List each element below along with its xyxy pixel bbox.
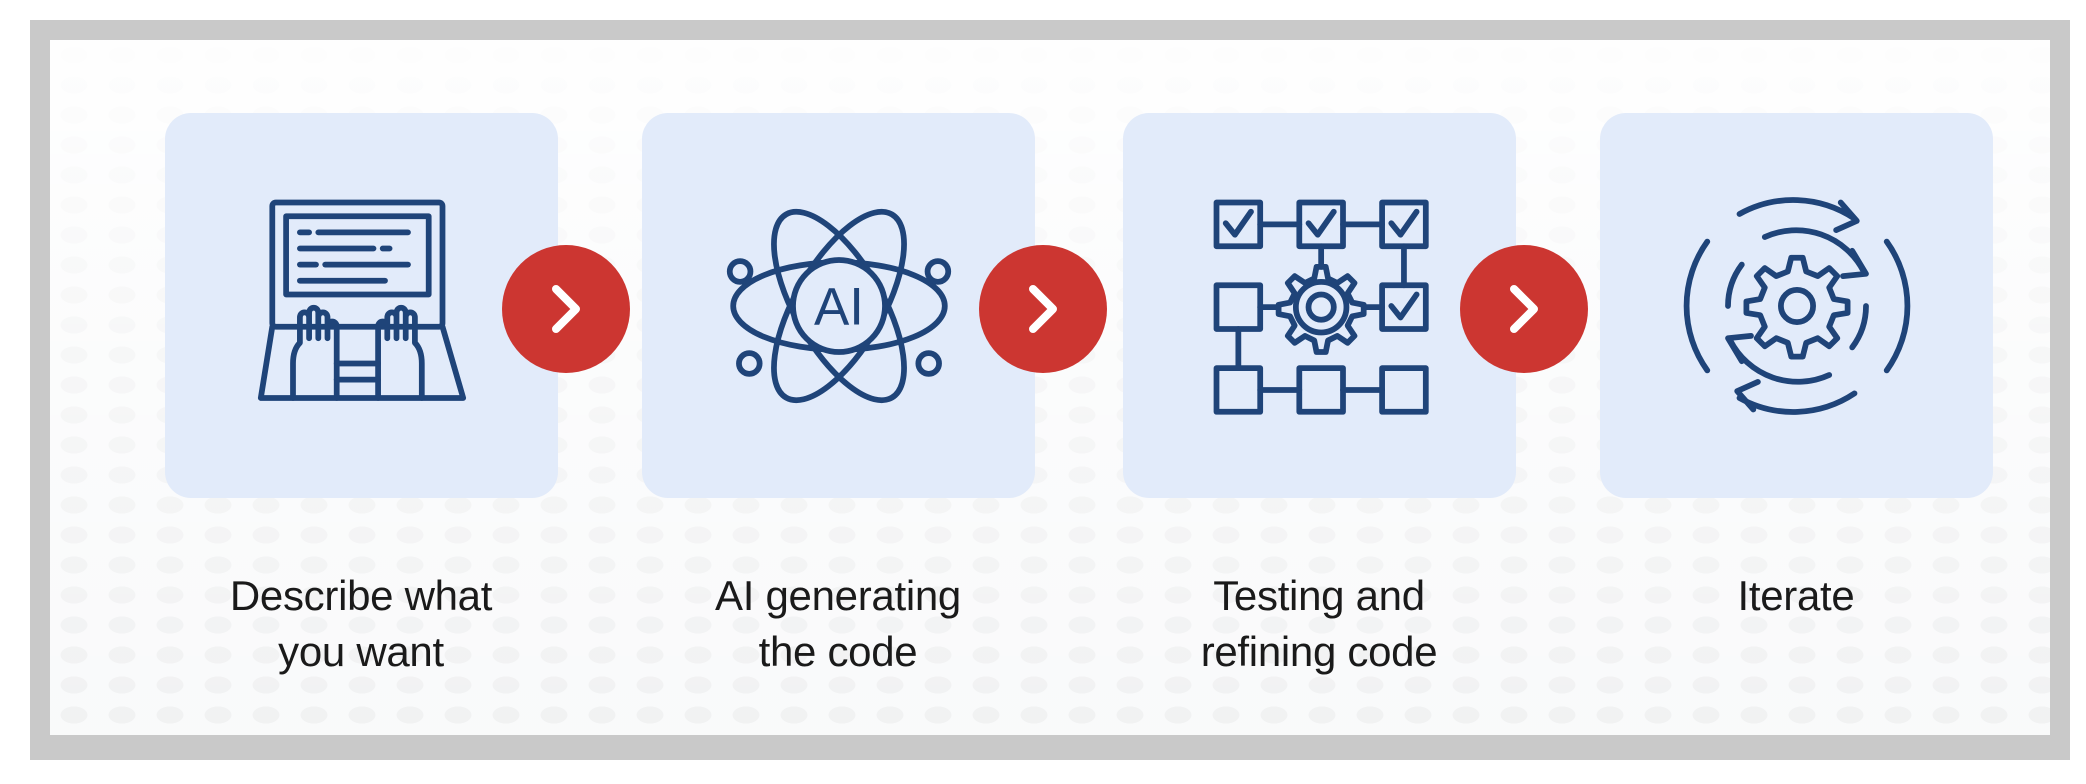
step-label-line: Describe what [229, 572, 493, 619]
step-label-testing: Testing and refining code [1109, 568, 1529, 680]
next-step-arrow-3 [1460, 245, 1588, 373]
step-card-describe [165, 113, 558, 498]
chevron-right-icon [552, 285, 580, 333]
next-step-arrow-2 [979, 245, 1107, 373]
step-label-line: AI generating [715, 572, 961, 619]
step-label-describe: Describe what you want [151, 568, 571, 680]
step-label-line: Testing and [1213, 572, 1425, 619]
iterate-gear-cycle-icon [1683, 196, 1910, 415]
diagram-panel: AI [50, 40, 2050, 735]
step-card-testing [1123, 113, 1516, 498]
laptop-typing-icon [257, 199, 466, 401]
chevron-right-icon [1029, 285, 1057, 333]
step-label-line: you want [278, 628, 444, 675]
ai-atom-icon: AI [726, 208, 951, 403]
step-label-line: Iterate [1737, 572, 1855, 619]
step-label-line: the code [758, 628, 918, 675]
step-label-ai-generating: AI generating the code [628, 568, 1048, 680]
step-card-iterate [1600, 113, 1993, 498]
chevron-right-icon [1510, 285, 1538, 333]
step-label-iterate: Iterate [1586, 568, 2006, 624]
next-step-arrow-1 [502, 245, 630, 373]
diagram-frame: AI [30, 20, 2070, 760]
step-label-line: refining code [1200, 628, 1438, 675]
ai-icon-text: AI [814, 277, 864, 336]
step-card-ai-generating: AI [642, 113, 1035, 498]
workflow-checklist-gear-icon [1213, 199, 1429, 415]
